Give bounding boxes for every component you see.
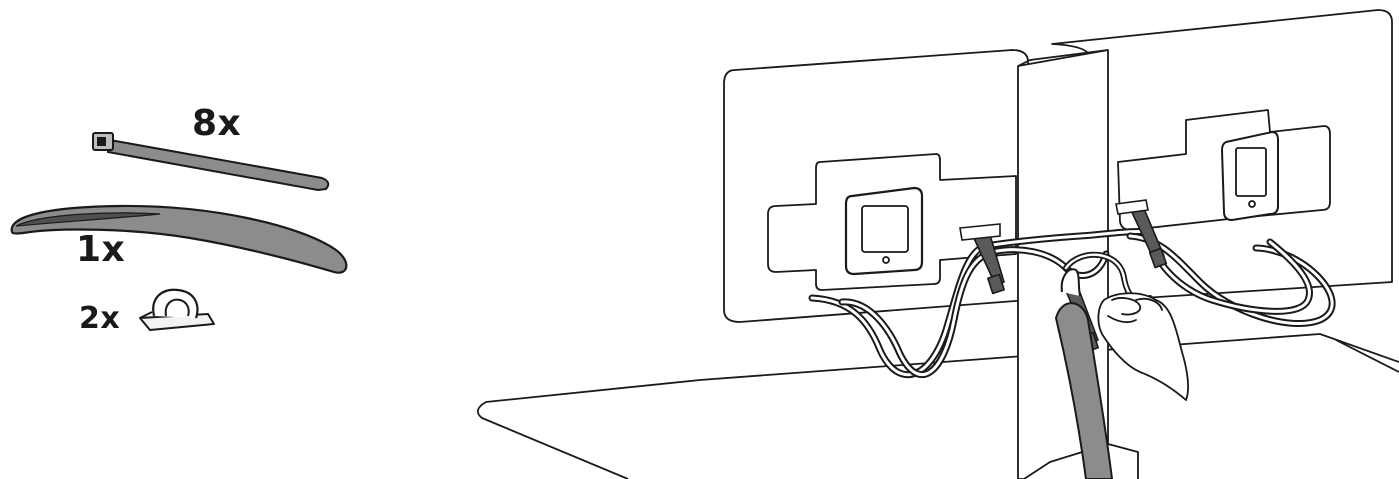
cable-sleeve-icon	[12, 206, 347, 273]
parts-list	[12, 133, 347, 330]
cable-clip-quantity: 2x	[79, 304, 120, 334]
cable-sleeve-quantity: 1x	[76, 232, 125, 268]
cable-tie-quantity: 8x	[192, 106, 241, 142]
desk-assembly	[478, 10, 1399, 479]
cable-clip-icon	[140, 290, 214, 330]
